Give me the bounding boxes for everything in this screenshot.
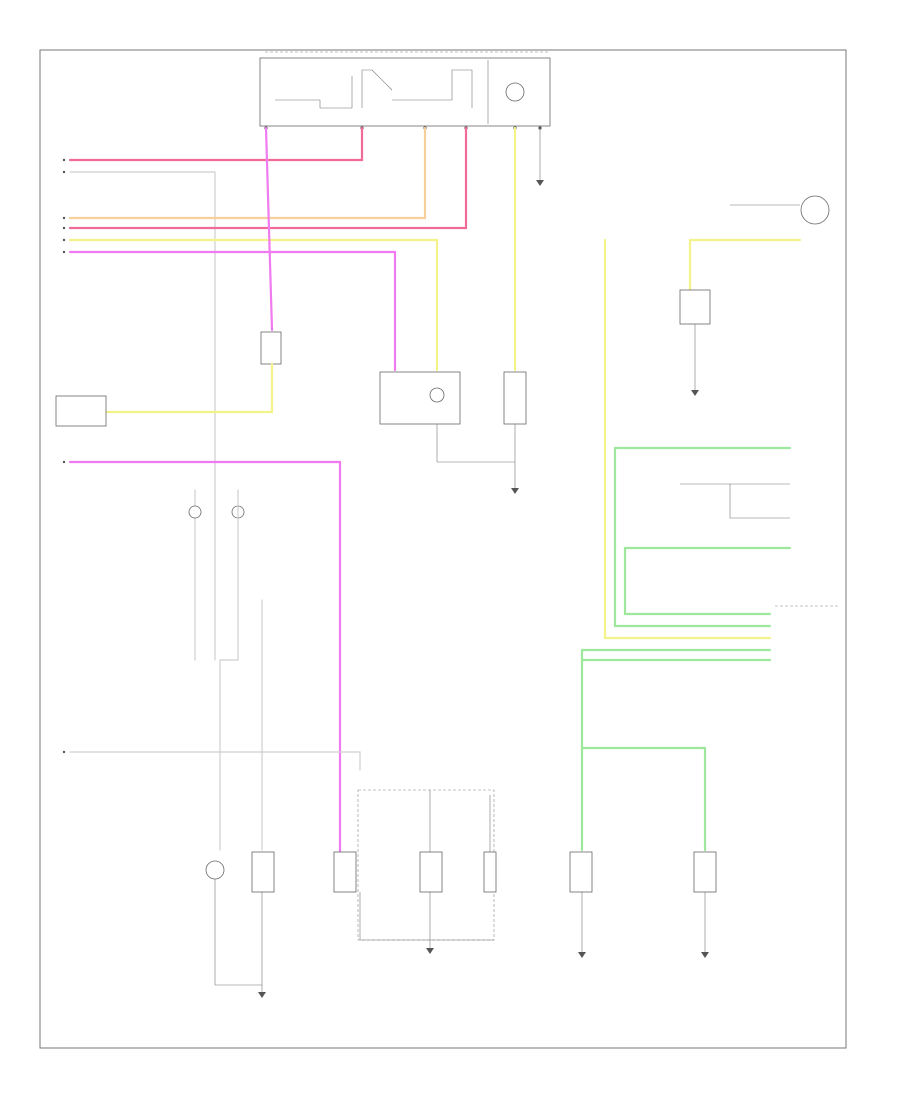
ground-bottom-4-icon [701,952,709,958]
relay-switch-block [259,51,551,127]
ground-bottom-2-icon [426,948,434,954]
bottom-ground-wires [214,879,709,998]
bottom-switch-4 [483,851,497,893]
fuse-left-icon [188,505,202,519]
ground-bottom-1-icon [258,992,266,998]
relay-block-pins [264,126,542,130]
bottom-lamp-5 [569,851,593,893]
wire-harness-top [68,126,544,661]
bottom-switch-3 [419,851,443,893]
lamp-icon [205,860,225,880]
ground-bottom-3-icon [578,952,586,958]
ground-center-icon [511,488,519,494]
bottom-lamp-6 [693,851,717,893]
wire-harness-middle [68,460,361,857]
ground-top-right-icon [691,390,699,396]
left-edge-connectors [62,158,66,754]
lamp-top-right-icon [800,195,830,225]
bottom-switch-2 [333,851,357,893]
lamp-icon [505,82,525,102]
left-connector [55,395,107,427]
center-lamp-module [379,371,527,494]
left-relay [55,331,282,427]
switch-top-right [679,289,711,325]
diagram-frame [39,49,847,1049]
bottom-components [205,851,717,893]
top-right-lamp-switch [679,195,830,396]
bottom-switch-1 [251,851,275,893]
right-harness [580,238,840,852]
lamp-icon [429,387,445,403]
